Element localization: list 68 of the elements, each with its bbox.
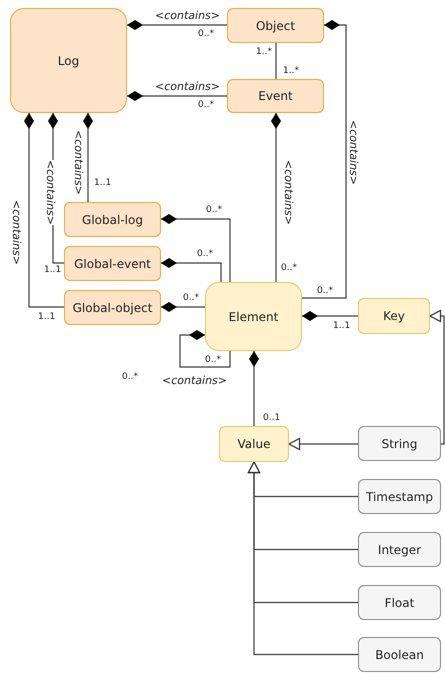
class-name: Global-object (72, 300, 152, 314)
edge-label: <contains> (155, 81, 220, 92)
class-name: Event (258, 89, 293, 103)
multiplicity-label: 1..* (256, 48, 272, 57)
class-box (205, 282, 302, 351)
multiplicity-label: 0..* (206, 206, 222, 215)
connector (161, 302, 205, 312)
class-name: Integer (378, 542, 422, 556)
connector (161, 214, 231, 282)
multiplicity-label: 0..* (197, 250, 213, 259)
class-name: Key (383, 309, 405, 323)
connector (83, 113, 93, 202)
connector (271, 113, 281, 282)
class-box (358, 585, 441, 620)
connector (275, 43, 277, 79)
class-box (358, 298, 430, 334)
connector (248, 461, 358, 656)
connector (249, 351, 259, 426)
connector (302, 20, 347, 299)
connector (161, 258, 222, 282)
class-name: Timestamp (366, 490, 433, 504)
class-name: Value (238, 437, 270, 451)
multiplicity-label: 0..* (198, 30, 214, 39)
multiplicity-label: 1..1 (94, 179, 112, 188)
connector (179, 330, 231, 368)
edge-label: <contains> (162, 375, 227, 386)
class-name: Float (384, 596, 414, 610)
multiplicity-label: 1..1 (333, 322, 350, 331)
class-name: Boolean (375, 648, 424, 662)
class-box (358, 426, 441, 461)
multiplicity-label: 0..* (198, 101, 214, 110)
class-box (227, 79, 324, 113)
class-name: Global-log (82, 212, 143, 226)
edge-label: <contains> (45, 160, 56, 225)
class-box (358, 532, 441, 567)
class-box (64, 290, 161, 325)
class-box (64, 202, 161, 237)
edge-label: <contains> (11, 200, 22, 265)
class-box (64, 246, 161, 281)
multiplicity-label: 0..* (183, 294, 199, 303)
class-box (358, 637, 441, 672)
connector (302, 311, 358, 321)
multiplicity-label: 0..* (281, 264, 297, 273)
edge-label: <contains> (73, 130, 84, 195)
class-name: Global-event (74, 256, 151, 270)
multiplicity-label: 0..* (317, 287, 333, 296)
multiplicity-label: 0..* (205, 356, 221, 365)
edge-label: <contains> (155, 10, 220, 21)
class-box (219, 426, 289, 462)
class-name: Element (228, 310, 278, 324)
class-name: Log (58, 54, 80, 68)
edge-label: <contains> (348, 120, 359, 185)
class-box (358, 479, 441, 514)
connector (127, 20, 227, 30)
multiplicity-label: 1..1 (44, 266, 62, 275)
connector (288, 438, 358, 450)
edge-label: <contains> (283, 160, 294, 225)
multiplicity-label: 0..1 (263, 414, 280, 423)
multiplicity-label: 0..* (122, 373, 138, 382)
multiplicity-label: 1..1 (38, 313, 56, 322)
class-name: Object (256, 18, 296, 32)
class-box (10, 8, 127, 113)
class-name: String (382, 436, 418, 450)
class-box (227, 8, 324, 43)
connector (24, 113, 64, 308)
multiplicity-label: 1..* (283, 67, 299, 76)
connector (429, 310, 445, 445)
connector (127, 91, 227, 101)
